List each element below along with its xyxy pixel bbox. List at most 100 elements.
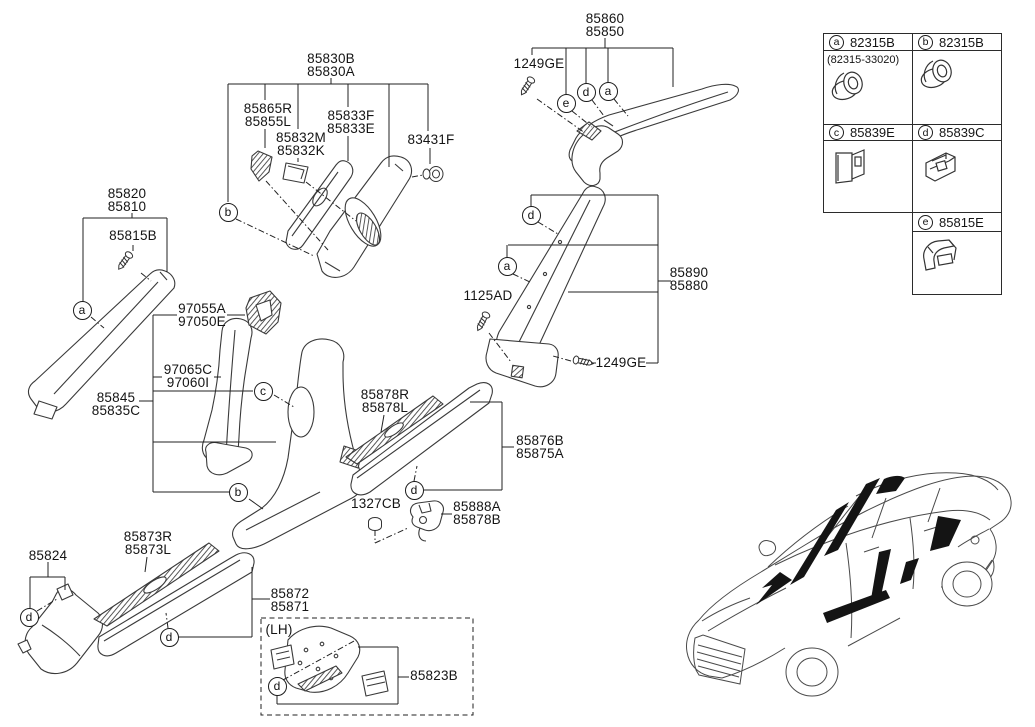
table-header-c: c 85839E	[823, 124, 913, 141]
callout-d-cowl-trim: d	[19, 607, 39, 627]
part-label-85815b: 85815B	[109, 228, 157, 243]
table-part-85815e: 85815E	[939, 214, 984, 230]
part-cowl-trim-bracket-lh	[270, 625, 389, 697]
part-label-85810: 85810	[107, 199, 147, 214]
part-center-pillar-trim-main	[232, 338, 364, 550]
part-rear-pillar-tall-trim	[485, 185, 606, 388]
grommet-clip-icon	[831, 71, 863, 101]
part-front-pillar-trim-right	[568, 83, 739, 187]
box-clip-icon	[835, 149, 865, 184]
callout-d-bracket-lh: d	[267, 676, 287, 696]
part-label-85823b: 85823B	[410, 668, 458, 683]
table-cell-d	[912, 140, 1002, 213]
part-label-1125ad: 1125AD	[463, 288, 513, 303]
part-label-85820: 85820	[107, 186, 147, 201]
callout-a-table: a	[829, 34, 844, 50]
part-pillar-duct	[245, 290, 282, 335]
part-label-85873r: 85873R	[123, 529, 173, 544]
part-label-85878r: 85878R	[360, 387, 410, 402]
part-label-85878l: 85878L	[361, 400, 409, 415]
table-note-82315-33020: (82315-33020)	[827, 54, 900, 66]
part-label-85830a: 85830A	[307, 64, 355, 79]
part-rear-door-scuff	[345, 395, 444, 465]
grommet-clip-icon	[920, 59, 952, 89]
part-front-pillar-trim-left	[27, 269, 176, 420]
part-label-85875a: 85875A	[516, 446, 564, 461]
part-label-85855l: 85855L	[244, 114, 292, 129]
grommet-icon-83431f	[422, 166, 444, 182]
part-label-85865r: 85865R	[243, 101, 293, 116]
part-label-85873l: 85873L	[124, 542, 172, 557]
leader-dashdot	[36, 98, 629, 681]
part-label-85888a: 85888A	[453, 499, 501, 514]
screw-icon-85815b	[114, 249, 135, 273]
callout-b-table: b	[918, 34, 933, 50]
callout-b-center-pillar: b	[228, 482, 248, 502]
table-header-e: e 85815E	[912, 212, 1002, 232]
part-label-85876b: 85876B	[516, 433, 564, 448]
part-label-85830b: 85830B	[307, 51, 355, 66]
bracket-clip-icon	[925, 152, 956, 182]
part-label-97050e: 97050E	[178, 314, 226, 329]
callout-d-rear-sill: d	[404, 480, 424, 500]
callout-a-front-trim: a	[598, 81, 618, 101]
bolt-icon-1125ad	[473, 310, 492, 333]
part-label-85845: 85845	[96, 390, 136, 405]
callout-b-rear-pillar: b	[218, 202, 238, 222]
part-label-85872: 85872	[270, 586, 310, 601]
callout-a-tall-trim: a	[497, 256, 517, 276]
part-label-1327cb: 1327CB	[351, 496, 401, 511]
table-cell-a: (82315-33020)	[823, 50, 913, 125]
callout-d-tall-trim: d	[521, 205, 541, 225]
table-header-b: b 82315B	[912, 33, 1002, 51]
part-center-pillar-trim-left	[201, 317, 253, 476]
part-label-85860: 85860	[585, 11, 625, 26]
part-front-door-scuff	[93, 542, 220, 627]
table-header-d: d 85839C	[912, 124, 1002, 141]
part-label-85832m: 85832M	[276, 130, 326, 145]
part-label-85880: 85880	[669, 278, 709, 293]
part-label-97060i: 97060I	[166, 375, 210, 390]
part-label-85871: 85871	[270, 599, 310, 614]
part-label-85832k: 85832K	[277, 143, 325, 158]
part-label-97065c: 97065C	[163, 362, 213, 377]
leader-lines	[29, 38, 674, 716]
leader-solid	[29, 38, 674, 705]
table-part-85839e: 85839E	[850, 125, 895, 140]
reference-table: a 82315B b 82315B (82315-33020)	[823, 33, 1002, 295]
part-label-85835c: 85835C	[91, 403, 141, 418]
screw-icon-1249ge-right	[572, 355, 595, 369]
part-label-85824: 85824	[28, 548, 68, 563]
part-label-1249ge-right: 1249GE	[595, 355, 647, 370]
spring-clip-icon	[923, 239, 957, 271]
part-label-85890: 85890	[669, 265, 709, 280]
part-label-85833f: 85833F	[327, 108, 375, 123]
car-illustration	[686, 472, 1012, 697]
screw-icon-1249ge-top	[517, 75, 537, 98]
part-label-85878b: 85878B	[453, 512, 501, 527]
part-label-85850: 85850	[585, 24, 625, 39]
part-label-97055a: 97055A	[178, 301, 226, 316]
part-label-85833e: 85833E	[327, 121, 375, 136]
callout-d-front-trim: d	[576, 82, 596, 102]
callout-c-table: c	[829, 125, 844, 140]
callout-e-front-trim: e	[556, 93, 576, 113]
part-rear-pillar-upper-trims	[250, 150, 413, 278]
callout-a-front-pillar: a	[72, 300, 92, 320]
table-cell-b	[912, 50, 1002, 125]
callout-c-center-pillar: c	[253, 381, 273, 401]
part-rear-door-sill	[350, 382, 493, 496]
table-part-82315b-a: 82315B	[850, 34, 895, 50]
part-cowl-side-trim	[17, 583, 104, 675]
callout-d-table: d	[918, 125, 933, 140]
table-header-a: a 82315B	[823, 33, 913, 51]
parts-illustrations	[17, 83, 739, 697]
callout-d-front-sill: d	[159, 627, 179, 647]
lh-dashed-box	[260, 617, 474, 716]
clip-85888a	[409, 500, 444, 542]
table-part-82315b-b: 82315B	[939, 34, 984, 50]
table-cell-c	[823, 140, 913, 213]
part-label-1249ge-top: 1249GE	[513, 56, 565, 71]
